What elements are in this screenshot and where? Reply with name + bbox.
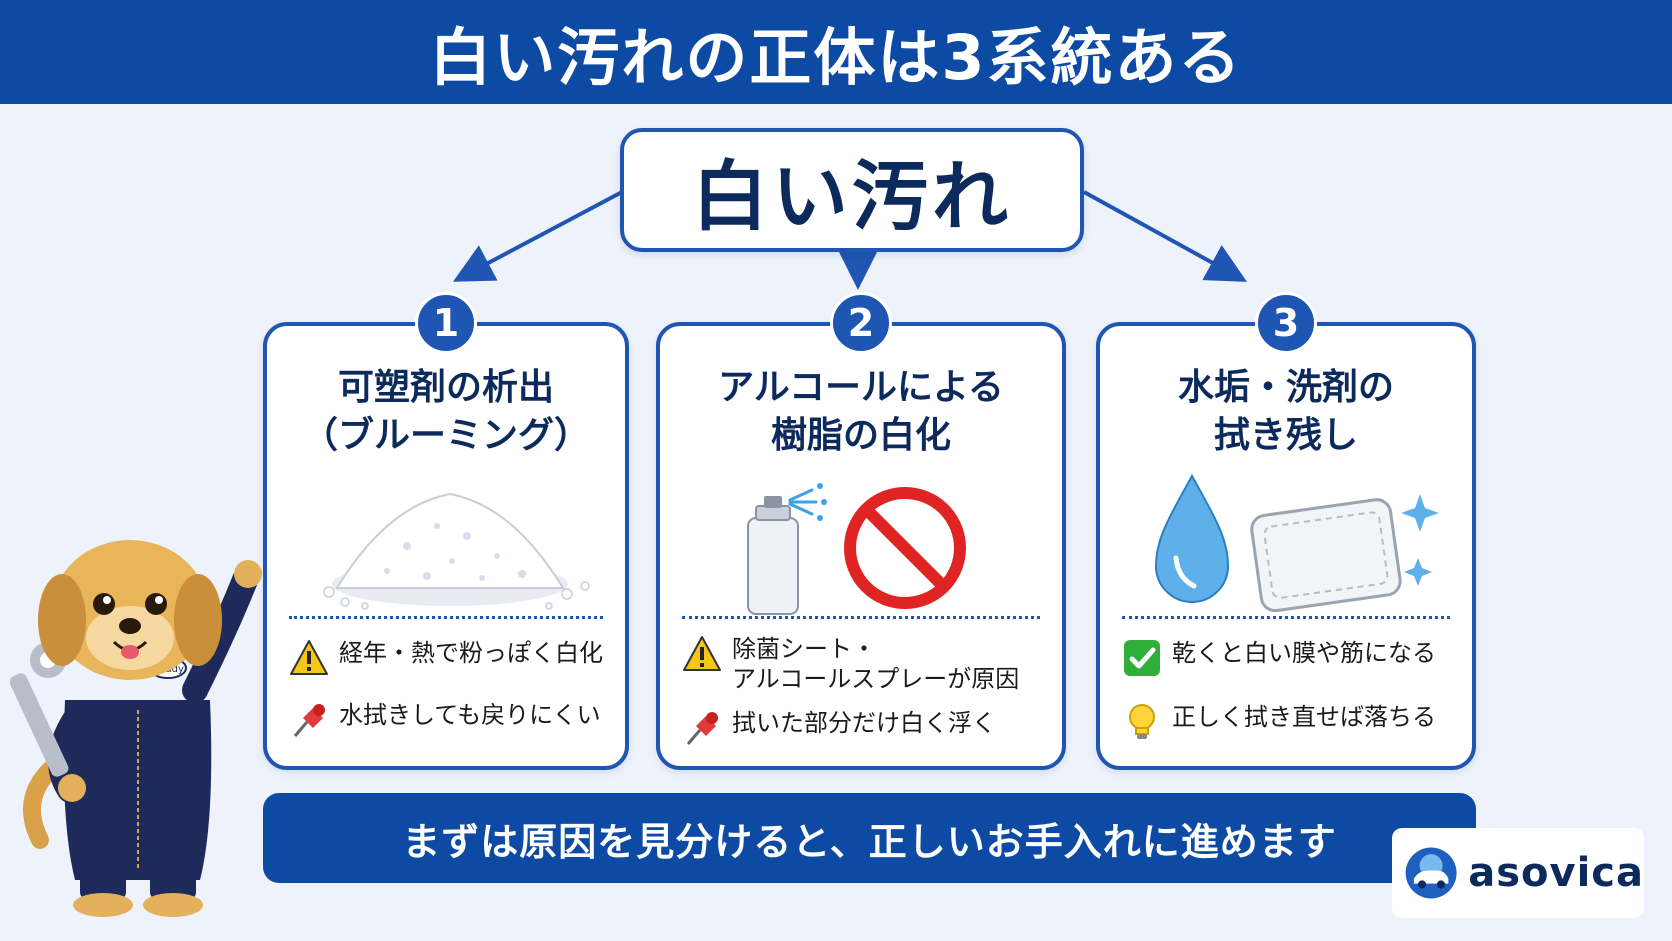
cause-card-1: 1 可塑剤の析出 （ブルーミング） 経年・熱で粉っぽく白化 水拭きしても戻りにく [263, 292, 629, 770]
cause-card-3: 3 水垢・洗剤の 拭き残し 乾くと白い膜や筋になる 正しく拭き直せば落ちる [1096, 292, 1476, 770]
point-text: 拭いた部分だけ白く浮く [732, 709, 996, 737]
powder-pile-icon [323, 492, 590, 610]
divider [1122, 616, 1450, 619]
card-title-line: 拭き残し [1213, 415, 1358, 456]
root-node: 白い汚れ [620, 128, 1084, 252]
card-title: アルコールによる 樹脂の白化 [660, 364, 1062, 460]
divider [682, 616, 1040, 619]
brand-logo: asovica [1392, 828, 1644, 918]
point-item: 正しく拭き直せば落ちる [1122, 702, 1460, 742]
water-drop-cloth-icon [1154, 473, 1439, 613]
card-title: 水垢・洗剤の 拭き残し [1100, 364, 1472, 460]
pushpin-icon [686, 712, 718, 745]
header-bar: 白い汚れの正体は3系統ある [0, 0, 1672, 104]
point-item: 水拭きしても戻りにくい [289, 700, 613, 740]
card-title-line: 樹脂の白化 [770, 415, 951, 456]
number-badge: 3 [1255, 292, 1317, 354]
logo-text: asovica [1468, 850, 1644, 896]
car-logo-icon [1405, 847, 1457, 899]
page-title: 白い汚れの正体は3系統ある [429, 21, 1243, 94]
warning-icon [290, 640, 328, 675]
arrow-to-card-1 [452, 190, 623, 282]
point-text: 水拭きしても戻りにくい [339, 701, 601, 729]
lightbulb-icon [1129, 704, 1155, 739]
point-item: 除菌シート・ アルコールスプレーが原因 [682, 634, 1050, 694]
summary-banner: まずは原因を見分けると、正しいお手入れに進めます [263, 793, 1476, 883]
pushpin-icon [293, 704, 325, 737]
dog-mascot-icon: Buddy [10, 540, 262, 917]
root-label: 白い汚れ [692, 152, 1012, 241]
point-text: 経年・熱で粉っぽく白化 [339, 639, 603, 667]
point-item: 拭いた部分だけ白く浮く [682, 708, 1050, 748]
number-badge: 2 [830, 292, 892, 354]
point-text: アルコールスプレーが原因 [732, 665, 1020, 693]
check-icon [1124, 640, 1160, 676]
point-item: 乾くと白い膜や筋になる [1122, 638, 1460, 678]
point-item: 経年・熱で粉っぽく白化 [289, 638, 613, 678]
point-text: 正しく拭き直せば落ちる [1172, 703, 1436, 731]
number-badge: 1 [415, 292, 477, 354]
card-title-line: 可塑剤の析出 [337, 367, 554, 408]
banner-text: まずは原因を見分けると、正しいお手入れに進めます [402, 819, 1337, 864]
cause-card-2: 2 アルコールによる 樹脂の白化 除菌シート・ アルコールスプレーが原因 拭いた [656, 292, 1066, 770]
card-title-line: 水垢・洗剤の [1177, 367, 1394, 408]
card-title: 可塑剤の析出 （ブルーミング） [267, 364, 625, 460]
card-title-line: アルコールによる [718, 367, 1004, 408]
spray-can-prohibited-icon [747, 483, 966, 615]
point-text: 除菌シート・ [732, 635, 876, 663]
arrow-to-card-3 [1083, 190, 1248, 282]
divider [289, 616, 603, 619]
point-text: 乾くと白い膜や筋になる [1172, 639, 1436, 667]
card-title-line: （ブルーミング） [301, 415, 590, 456]
warning-icon [683, 636, 721, 671]
